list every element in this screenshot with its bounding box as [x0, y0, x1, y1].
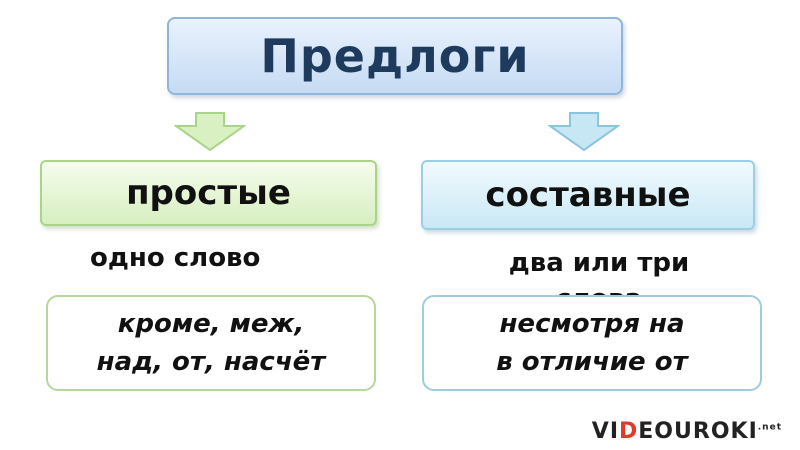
down-arrow-right-icon: [548, 112, 620, 152]
simple-heading-box: простые: [40, 160, 377, 226]
compound-description: два или три слова: [508, 248, 690, 295]
simple-example-line-2: над, от, насчёт: [96, 347, 326, 377]
videouroki-logo: VIDEOUROKI.net: [591, 419, 782, 444]
compound-heading-box: составные: [421, 160, 755, 230]
simple-heading: простые: [126, 173, 291, 213]
compound-example-line-2: в отличие от: [496, 347, 688, 377]
simple-example-line-1: кроме, меж,: [117, 309, 305, 339]
title-box: Предлоги: [167, 17, 623, 95]
compound-example-line-1: несмотря на: [499, 309, 685, 339]
simple-description: одно слово: [90, 243, 261, 273]
compound-examples-box: несмотря на в отличие от: [422, 295, 762, 391]
diagram-title: Предлоги: [260, 29, 530, 83]
simple-examples-box: кроме, меж, над, от, насчёт: [46, 295, 376, 391]
down-arrow-left-icon: [174, 112, 246, 152]
compound-heading: составные: [485, 175, 691, 215]
